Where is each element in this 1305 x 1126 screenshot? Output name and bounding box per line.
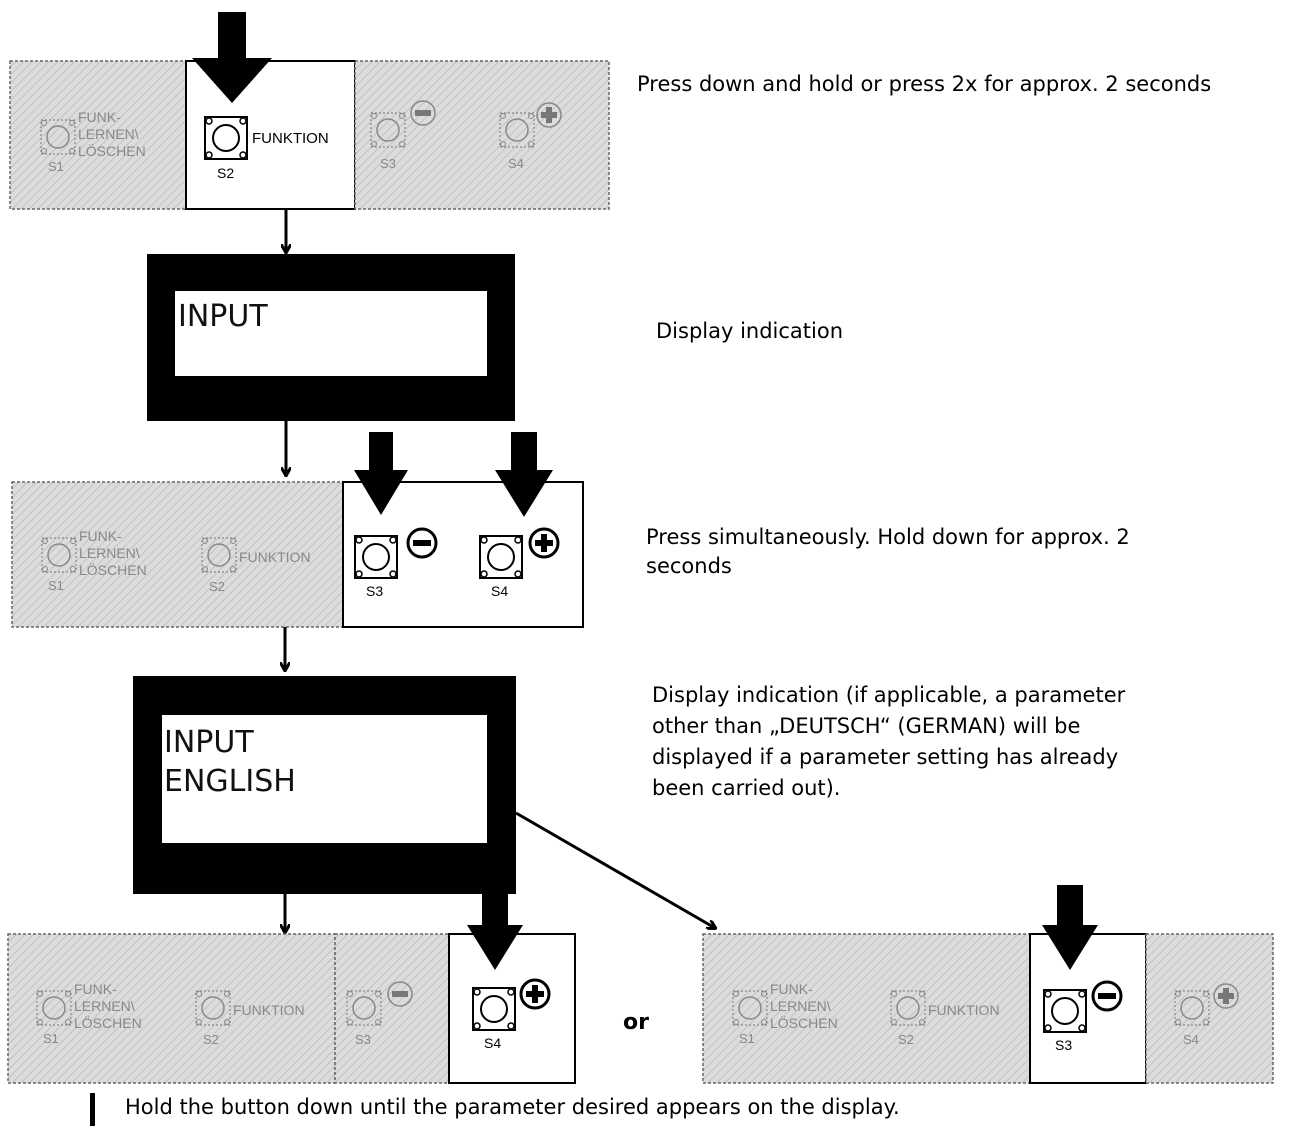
display-2: INPUT ENGLISH: [133, 676, 516, 894]
instruction-step4-line1: Display indication (if applicable, a par…: [652, 683, 1126, 707]
panel-step3: FUNK- LERNEN\ LÖSCHEN S1 FUNKTION S2 S3: [11, 432, 584, 628]
minus-icon: [406, 527, 438, 559]
instruction-step1: Press down and hold or press 2x for appr…: [637, 72, 1212, 96]
button-s1-inactive: [40, 119, 76, 155]
label-s1: S1: [43, 1031, 59, 1046]
display-2-line1: INPUT: [164, 725, 254, 760]
panel-inactive-s1: [9, 60, 187, 210]
label-s2: S2: [898, 1032, 914, 1047]
label-funk: FUNK-: [79, 528, 122, 544]
label-funktion: FUNKTION: [252, 130, 329, 147]
button-s3-active: [354, 535, 398, 579]
button-s2-inactive: [890, 990, 926, 1026]
instruction-final: Hold the button down until the parameter…: [125, 1095, 900, 1119]
label-lernen: LERNEN\: [74, 998, 135, 1014]
label-lernen: LERNEN\: [78, 126, 139, 142]
label-loeschen: LÖSCHEN: [79, 561, 147, 578]
button-s4-inactive: [1174, 990, 1210, 1026]
label-s4: S4: [508, 156, 524, 171]
display-2-line2: ENGLISH: [164, 764, 296, 799]
instruction-step2: Display indication: [656, 319, 844, 343]
label-lernen: LERNEN\: [79, 545, 140, 561]
plus-icon: [536, 102, 562, 128]
final-bar: [90, 1093, 95, 1126]
button-s4-active: [472, 987, 516, 1031]
label-s3: S3: [1055, 1037, 1072, 1053]
press-arrow-s4: [495, 432, 553, 517]
label-funktion: FUNKTION: [928, 1002, 1000, 1018]
instruction-step4: Display indication (if applicable, a par…: [652, 680, 1125, 804]
connector-arrow-diagonal: [515, 811, 715, 928]
button-s2-inactive: [195, 990, 231, 1026]
label-funktion: FUNKTION: [233, 1002, 305, 1018]
label-s2: S2: [209, 579, 225, 594]
label-funktion: FUNKTION: [239, 549, 311, 565]
button-s4-active: [479, 535, 523, 579]
button-s1-inactive: [36, 990, 72, 1026]
panel-step5-left: FUNK- LERNEN\ LÖSCHEN S1 FUNKTION S2 S3: [7, 885, 576, 1084]
label-s3: S3: [366, 583, 383, 599]
minus-icon: [1091, 980, 1123, 1012]
label-funk: FUNK-: [78, 109, 121, 125]
panel-step5-right: FUNK- LERNEN\ LÖSCHEN S1 FUNKTION S2 S3: [702, 885, 1274, 1084]
label-s2: S2: [217, 165, 234, 181]
button-s2-inactive: [201, 537, 237, 573]
label-s4: S4: [1183, 1032, 1199, 1047]
minus-icon: [410, 100, 436, 126]
press-arrow-s2: [192, 12, 272, 103]
label-s1: S1: [48, 578, 64, 593]
label-s3: S3: [355, 1032, 371, 1047]
button-s4-inactive: [499, 112, 535, 148]
button-s1-inactive: [732, 990, 768, 1026]
label-loeschen: LÖSCHEN: [78, 142, 146, 159]
label-s2: S2: [203, 1032, 219, 1047]
label-loeschen: LÖSCHEN: [74, 1014, 142, 1031]
plus-icon: [519, 978, 551, 1010]
instruction-step3: Press simultaneously. Hold down for appr…: [646, 523, 1130, 581]
button-s1-inactive: [41, 537, 77, 573]
button-s3-inactive: [346, 990, 382, 1026]
panel-inactive-s3s4: [354, 60, 610, 210]
label-s4: S4: [491, 583, 508, 599]
plus-icon: [1213, 983, 1239, 1009]
or-label: or: [623, 1010, 649, 1035]
press-arrow-s3: [354, 432, 408, 515]
instruction-step4-line2: other than „DEUTSCH“ (GERMAN) will be: [652, 714, 1081, 738]
instruction-step3-line1: Press simultaneously. Hold down for appr…: [646, 525, 1130, 549]
instruction-step4-line4: been carried out).: [652, 776, 841, 800]
button-s3-inactive: [370, 112, 406, 148]
label-s1: S1: [739, 1031, 755, 1046]
press-arrow-s4: [467, 885, 523, 970]
button-s2-active: [204, 116, 248, 160]
label-s1: S1: [48, 159, 64, 174]
plus-icon: [528, 527, 560, 559]
press-arrow-s3: [1042, 885, 1098, 970]
label-funk: FUNK-: [74, 981, 117, 997]
display-1-line1: INPUT: [178, 299, 268, 334]
panel-step1: FUNK- LERNEN\ LÖSCHEN S1 FUNKTION S2 S3: [9, 12, 610, 210]
button-s3-active: [1043, 989, 1087, 1033]
label-funk: FUNK-: [770, 981, 813, 997]
minus-icon: [387, 981, 413, 1007]
label-s4: S4: [484, 1035, 501, 1051]
display-1: INPUT: [147, 254, 515, 421]
instruction-step4-line3: displayed if a parameter setting has alr…: [652, 745, 1119, 769]
instruction-step3-line2: seconds: [646, 554, 732, 578]
label-s3: S3: [380, 156, 396, 171]
label-lernen: LERNEN\: [770, 998, 831, 1014]
label-loeschen: LÖSCHEN: [770, 1014, 838, 1031]
